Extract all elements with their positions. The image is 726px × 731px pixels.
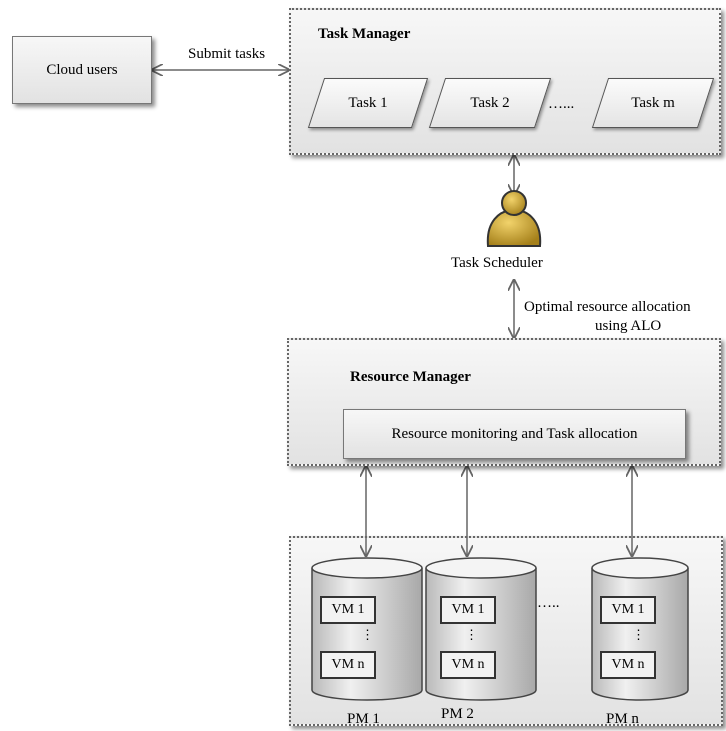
allocation-label-line1: Optimal resource allocation [524, 299, 691, 315]
vm-box: VM n [600, 651, 656, 679]
task-label: Task m [631, 95, 675, 111]
vm-box: VM n [440, 651, 496, 679]
pm-ellipsis: ….. [537, 595, 560, 611]
task-item: Task 1 [307, 78, 429, 128]
task-scheduler-label: Task Scheduler [451, 255, 543, 271]
cloud-users-label: Cloud users [46, 61, 118, 78]
submit-tasks-label: Submit tasks [188, 46, 266, 62]
vm-dots: ⋮ [465, 627, 478, 642]
task-item: Task 2 [428, 78, 552, 128]
task-label: Task 1 [348, 95, 388, 111]
vm-box: VM 1 [440, 596, 496, 624]
cloud-users-box: Cloud users [12, 36, 152, 104]
person-icon [486, 190, 542, 247]
task-label: Task 2 [470, 95, 510, 111]
vm-box: VM n [320, 651, 376, 679]
pm-label: PM 1 [347, 711, 380, 727]
vm-dots: ⋮ [632, 627, 645, 642]
resource-manager-title: Resource Manager [350, 369, 471, 385]
pm-label: PM 2 [441, 706, 474, 722]
task-ellipsis: …... [548, 96, 575, 112]
task-manager-title: Task Manager [318, 26, 411, 42]
task-item: Task m [591, 78, 715, 128]
vm-box: VM 1 [320, 596, 376, 624]
resource-monitor-box: Resource monitoring and Task allocation [343, 409, 686, 459]
pm-label: PM n [606, 711, 639, 727]
allocation-label-line2: using ALO [595, 318, 662, 334]
vm-dots: ⋮ [361, 627, 374, 642]
resource-monitor-label: Resource monitoring and Task allocation [391, 425, 638, 442]
vm-box: VM 1 [600, 596, 656, 624]
